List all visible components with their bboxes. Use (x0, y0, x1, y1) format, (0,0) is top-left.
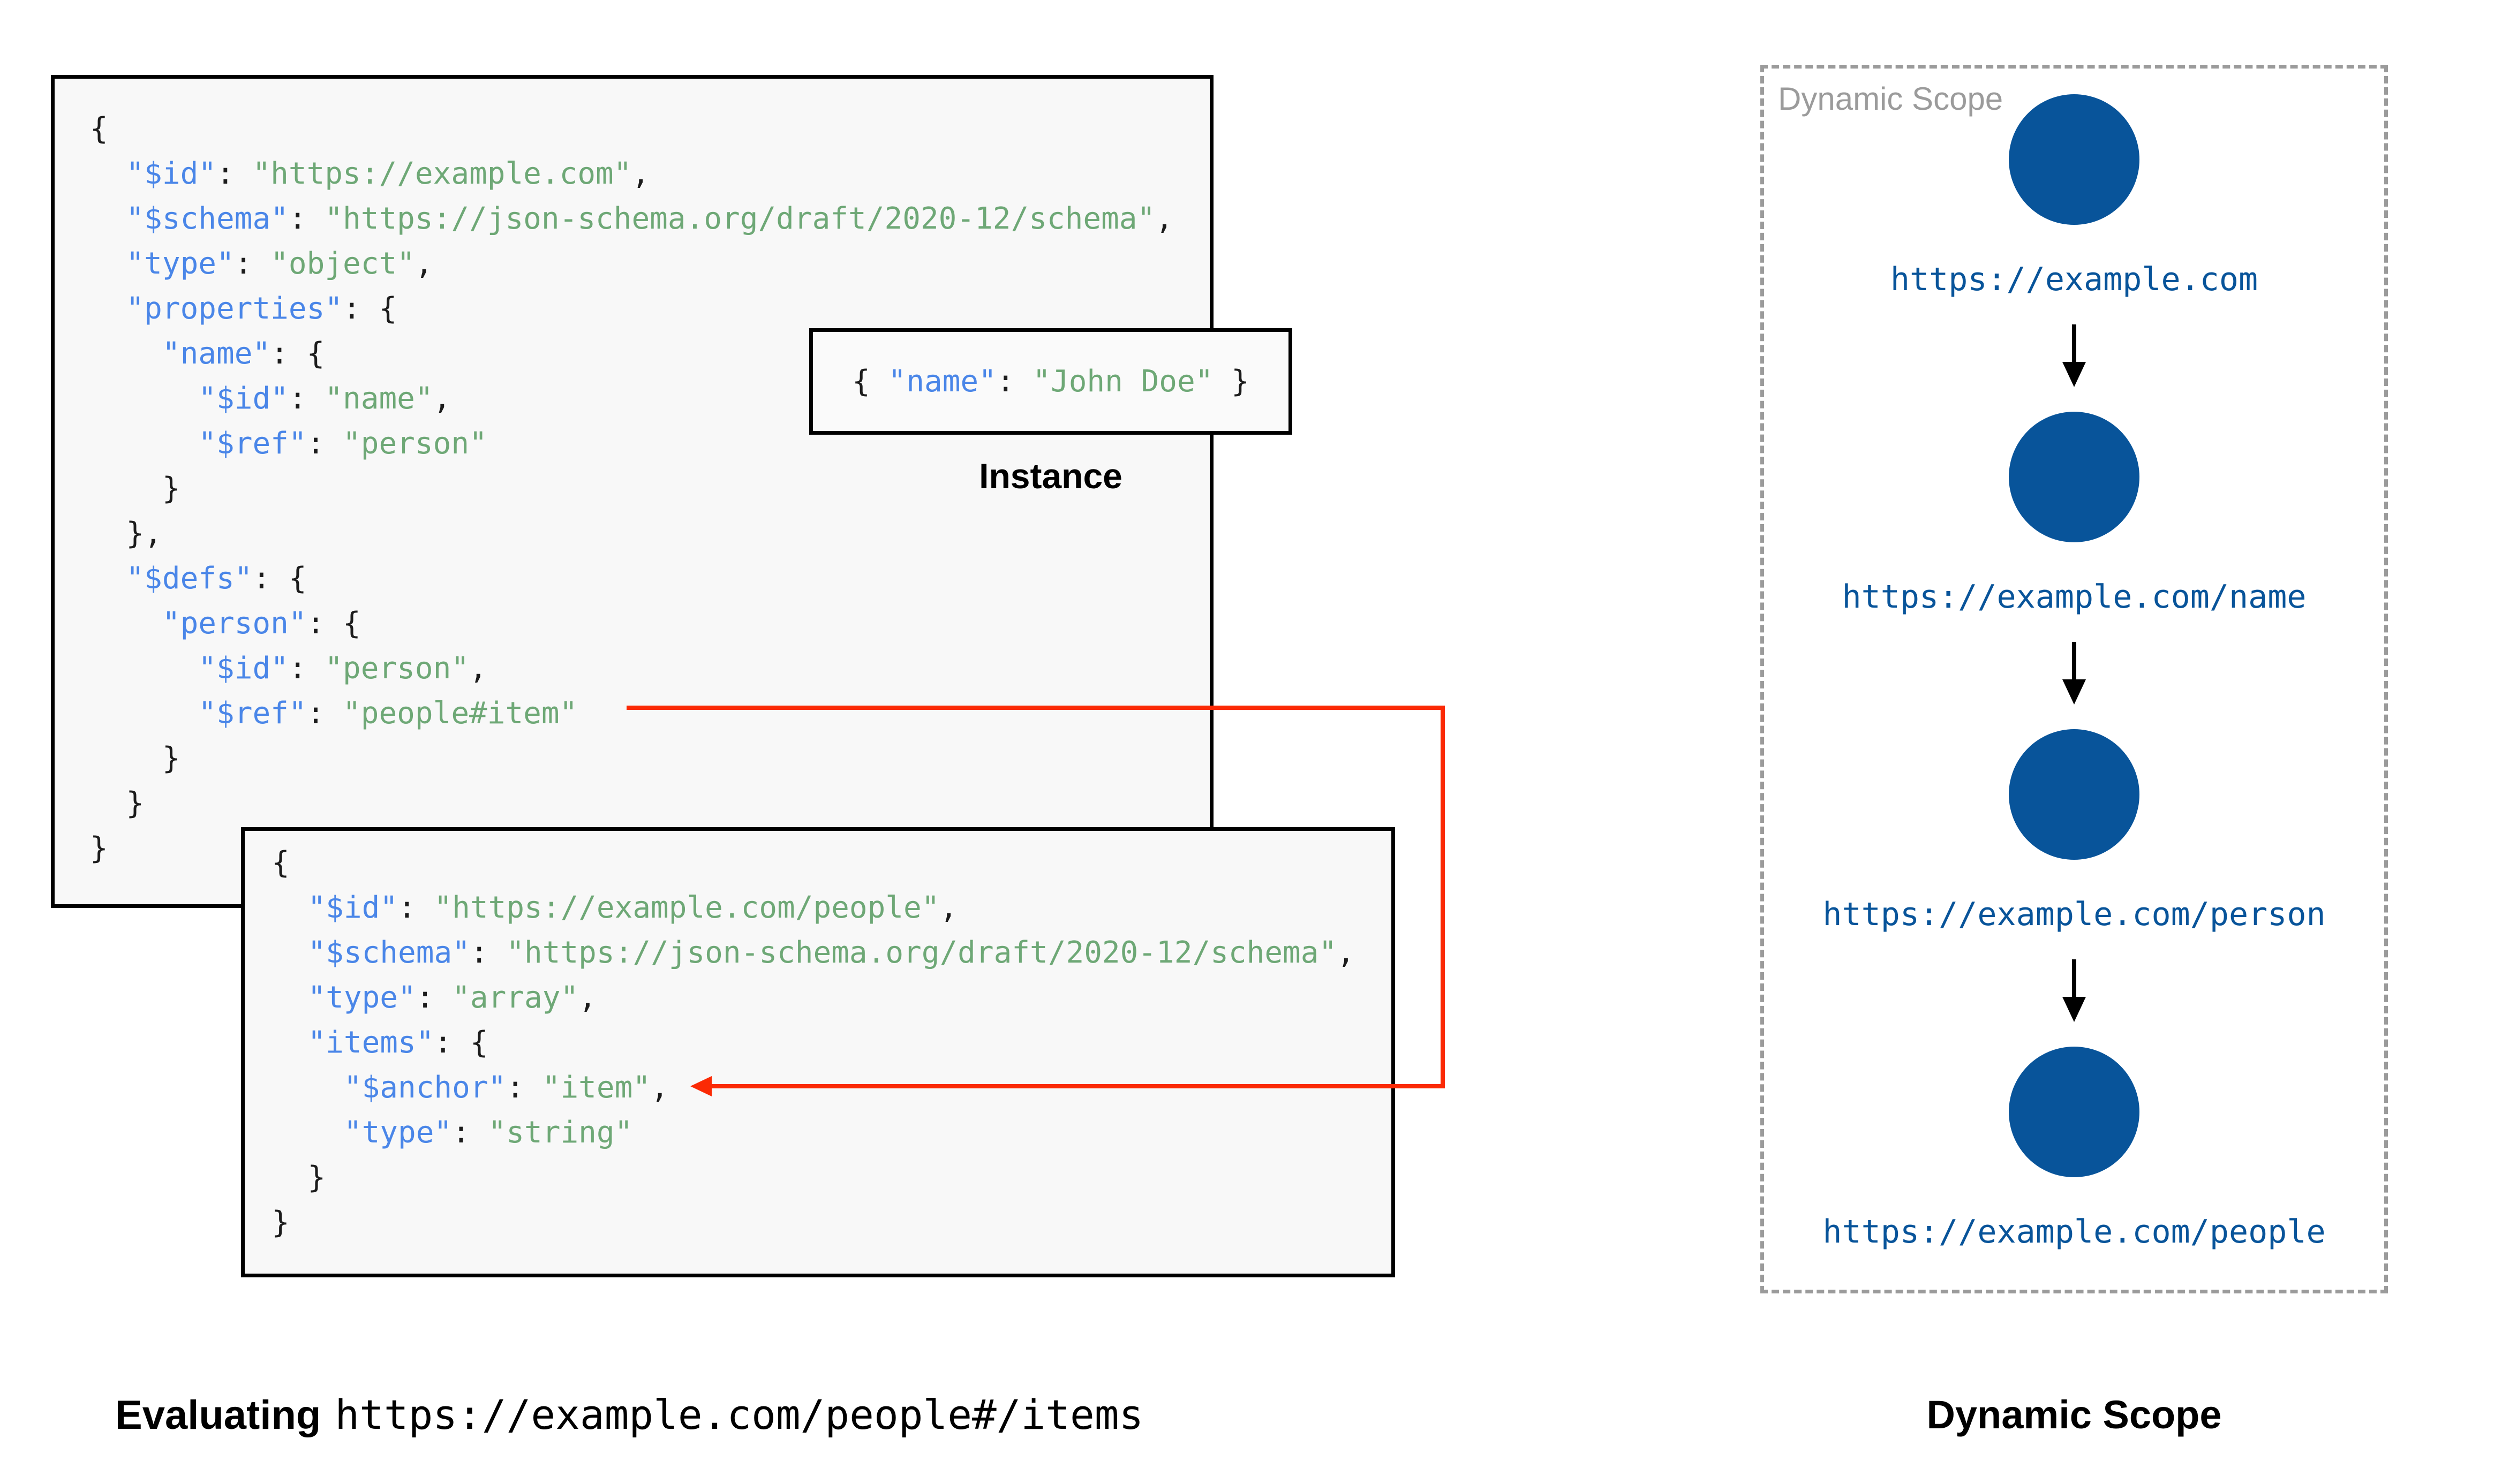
code-line: "$ref": "person" (198, 426, 487, 461)
root-schema-code: { "$id": "https://example.com", "$schema… (90, 107, 1210, 871)
evaluating-caption-label: Evaluating (115, 1392, 321, 1438)
scope-node-url: https://example.com/name (1842, 578, 2307, 616)
code-line: "$schema": "https://json-schema.org/draf… (126, 201, 1173, 236)
code-line: "type": "array", (307, 980, 597, 1015)
scope-node-url: https://example.com/person (1822, 896, 2326, 933)
code-line: "properties": { (126, 291, 397, 326)
code-line: } (90, 831, 108, 866)
instance-code: { "name": "John Doe" } (852, 359, 1249, 404)
code-line: "person": { (162, 606, 361, 641)
code-line: "$defs": { (126, 561, 307, 596)
ref-arrow-segment-bottom (711, 1084, 1445, 1088)
scope-node-circle (2009, 1047, 2139, 1177)
code-line: "$ref": "people#item" (198, 696, 578, 731)
ref-arrowhead-icon (690, 1076, 712, 1096)
code-line: { (90, 111, 108, 146)
ref-arrow-segment-right (1441, 706, 1445, 1088)
down-arrow-icon (2062, 959, 2086, 1022)
code-line: } (90, 741, 180, 776)
scope-node-url: https://example.com (1890, 261, 2258, 298)
code-line: { (272, 845, 290, 880)
instance-box: { "name": "John Doe" } (809, 328, 1292, 435)
scope-chain: https://example.com https://example.com/n… (1764, 69, 2384, 1252)
evaluating-caption-url: https://example.com/people#/items (335, 1391, 1144, 1438)
code-line: } (272, 1205, 290, 1240)
code-line: } (90, 786, 145, 821)
code-line: "$id": "https://example.com/people", (307, 890, 958, 925)
scope-node-circle (2009, 412, 2139, 542)
down-arrow-icon (2062, 642, 2086, 705)
code-line: }, (90, 516, 162, 551)
code-line: "type": "object", (126, 246, 433, 281)
code-line: } (272, 1160, 326, 1195)
code-line: { "name": "John Doe" } (852, 364, 1249, 399)
root-schema-box: { "$id": "https://example.com", "$schema… (51, 75, 1214, 908)
instance-label: Instance (979, 456, 1122, 496)
down-arrow-icon (2062, 324, 2086, 387)
scope-node-circle (2009, 94, 2139, 225)
code-line: "$anchor": "item", (343, 1070, 669, 1105)
code-line: "$schema": "https://json-schema.org/draf… (307, 935, 1355, 970)
scope-node-url: https://example.com/people (1822, 1213, 2326, 1251)
people-schema-code: { "$id": "https://example.com/people", "… (272, 841, 1391, 1245)
dynamic-scope-watermark: Dynamic Scope (1778, 81, 2003, 117)
dynamic-scope-caption: Dynamic Scope (1926, 1392, 2222, 1437)
evaluating-caption: Evaluating https://example.com/people#/i… (115, 1391, 1143, 1440)
scope-node-circle (2009, 729, 2139, 860)
people-schema-box: { "$id": "https://example.com/people", "… (241, 827, 1395, 1277)
code-line: "$id": "person", (198, 651, 487, 686)
code-line: "$id": "name", (198, 381, 451, 416)
ref-arrow-segment-top (627, 706, 1445, 710)
code-line: "$id": "https://example.com", (126, 156, 650, 191)
code-line: "name": { (162, 336, 325, 371)
code-line: "items": { (307, 1025, 488, 1060)
code-line: "type": "string" (343, 1115, 633, 1150)
code-line: } (90, 471, 180, 506)
